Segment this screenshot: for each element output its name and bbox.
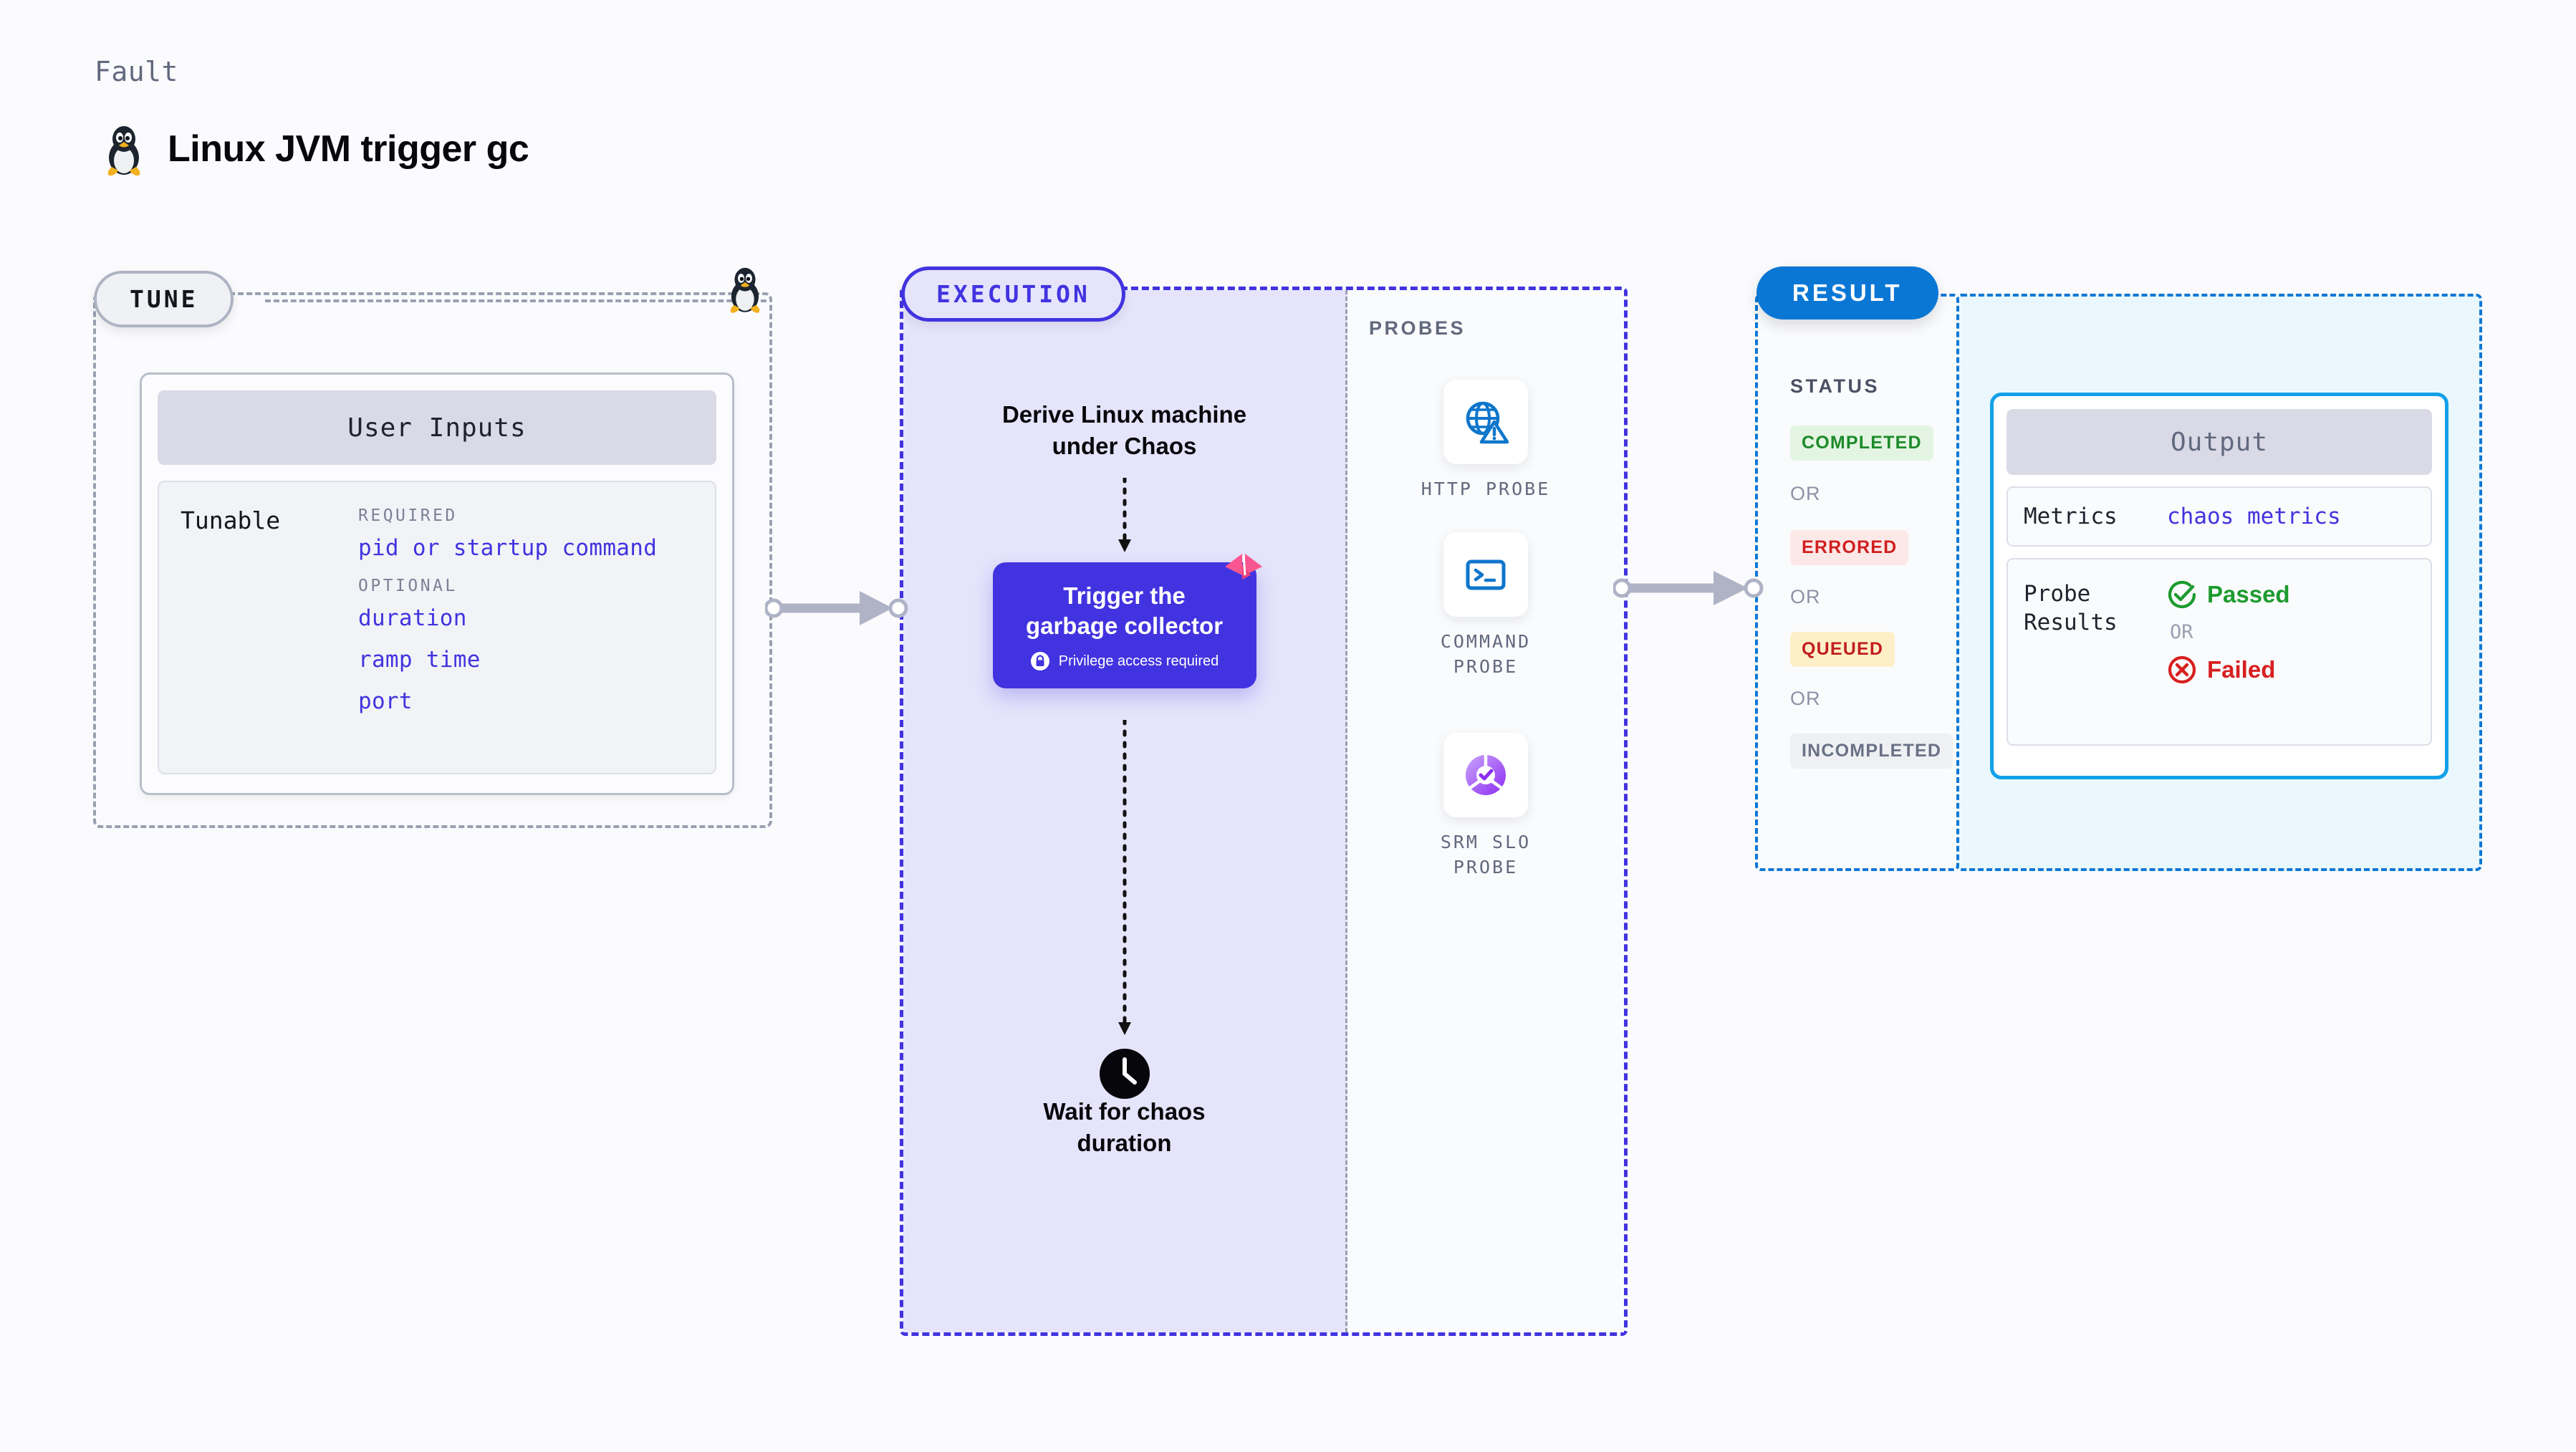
page-eyebrow-fault: Fault bbox=[95, 56, 178, 87]
globe-warning-icon bbox=[1466, 401, 1509, 444]
probes-label: PROBES bbox=[1369, 317, 1466, 339]
privilege-note: Privilege access required bbox=[1006, 651, 1244, 671]
probes-column: PROBES HTTP PROBE bbox=[1347, 290, 1624, 1332]
status-badge-incompleted: INCOMPLETED bbox=[1790, 734, 1953, 769]
srm-slo-probe-caption: SRM SLO PROBE bbox=[1440, 832, 1532, 878]
lock-icon bbox=[1030, 652, 1049, 671]
probe-srm-slo[interactable]: SRM SLO PROBE bbox=[1364, 733, 1607, 880]
result-status-panel: STATUS COMPLETED OR ERRORED OR QUEUED OR… bbox=[1755, 294, 1959, 871]
tunable-optional-item-port[interactable]: port bbox=[358, 688, 413, 714]
metrics-key: Metrics bbox=[2024, 503, 2118, 529]
tunable-required-item[interactable]: pid or startup command bbox=[358, 535, 658, 561]
optional-group-label: OPTIONAL bbox=[358, 577, 458, 595]
dotted-arrow-card-to-wait bbox=[1118, 720, 1131, 1035]
tune-badge[interactable]: TUNE bbox=[94, 271, 234, 327]
http-probe-caption: HTTP PROBE bbox=[1421, 479, 1551, 499]
required-group-label: REQUIRED bbox=[358, 506, 458, 525]
execution-badge[interactable]: EXECUTION bbox=[901, 266, 1125, 322]
user-inputs-title: User Inputs bbox=[158, 390, 716, 465]
status-or-1: OR bbox=[1790, 483, 1821, 504]
status-badge-completed: COMPLETED bbox=[1790, 425, 1933, 461]
status-badge-errored: ERRORED bbox=[1790, 530, 1909, 565]
tune-panel bbox=[93, 292, 772, 828]
probe-verdict-failed: Failed bbox=[2167, 655, 2290, 685]
tune-connector-line bbox=[265, 299, 766, 302]
user-inputs-card: User Inputs Tunable REQUIRED pid or star… bbox=[140, 372, 734, 795]
status-or-3: OR bbox=[1790, 688, 1821, 709]
srm-slo-probe-icon-card[interactable] bbox=[1443, 733, 1528, 817]
command-probe-icon-card[interactable] bbox=[1443, 532, 1528, 617]
derive-machine-step: Derive Linux machine under Chaos bbox=[1001, 401, 1247, 460]
clock-icon bbox=[1099, 1049, 1150, 1099]
x-circle-icon bbox=[2168, 655, 2196, 684]
tunable-optional-item-duration[interactable]: duration bbox=[358, 605, 467, 631]
tunable-label: Tunable bbox=[181, 506, 281, 534]
metrics-row: Metrics chaos metrics bbox=[2007, 486, 2432, 547]
check-circle-icon bbox=[2168, 580, 2196, 609]
probe-http[interactable]: HTTP PROBE bbox=[1364, 380, 1607, 502]
status-or-2: OR bbox=[1790, 586, 1821, 607]
result-badge[interactable]: RESULT bbox=[1756, 266, 1938, 319]
linux-penguin-icon-connector bbox=[724, 264, 766, 314]
probe-results-row: Probe Results Passed OR Failed bbox=[2007, 558, 2432, 746]
probe-verdict-failed-label: Failed bbox=[2207, 656, 2276, 683]
page-title: Linux JVM trigger gc bbox=[168, 128, 529, 170]
metrics-value-link[interactable]: chaos metrics bbox=[2167, 504, 2341, 529]
probe-verdict-passed: Passed bbox=[2167, 580, 2290, 610]
wait-duration-step: Wait for chaos duration bbox=[1043, 1098, 1206, 1157]
status-badge-queued: QUEUED bbox=[1790, 632, 1895, 667]
dotted-arrow-derive-to-card bbox=[1118, 478, 1131, 552]
trigger-gc-card-title: Trigger the garbage collector bbox=[1025, 582, 1224, 640]
tunable-optional-item-ramp-time[interactable]: ramp time bbox=[358, 647, 481, 673]
probe-verdict-or: OR bbox=[2170, 621, 2193, 643]
command-probe-caption: COMMAND PROBE bbox=[1440, 631, 1532, 677]
arrow-tune-to-execution bbox=[765, 591, 908, 625]
probe-verdict-passed-label: Passed bbox=[2207, 581, 2290, 607]
arrow-execution-to-result bbox=[1613, 571, 1764, 605]
probe-results-key: Probe Results bbox=[2024, 581, 2118, 636]
tunable-box: Tunable REQUIRED pid or startup command … bbox=[158, 481, 716, 774]
execution-column: Derive Linux machine under Chaos Trigger… bbox=[903, 290, 1347, 1332]
slo-donut-check-icon bbox=[1466, 755, 1506, 795]
pink-ribbon-icon bbox=[1224, 554, 1262, 580]
probe-command[interactable]: COMMAND PROBE bbox=[1364, 532, 1607, 679]
output-title: Output bbox=[2007, 409, 2432, 475]
trigger-gc-card[interactable]: Trigger the garbage collector Privilege … bbox=[992, 554, 1262, 689]
page-title-row: Linux JVM trigger gc bbox=[100, 122, 529, 176]
privilege-note-text: Privilege access required bbox=[1058, 653, 1219, 669]
terminal-icon bbox=[1466, 559, 1506, 590]
execution-probes-container: Derive Linux machine under Chaos Trigger… bbox=[900, 287, 1628, 1336]
http-probe-icon-card[interactable] bbox=[1443, 380, 1528, 464]
status-label: STATUS bbox=[1790, 375, 1880, 397]
output-card: Output Metrics chaos metrics Probe Resul… bbox=[1990, 393, 2448, 779]
linux-penguin-icon bbox=[100, 122, 148, 176]
